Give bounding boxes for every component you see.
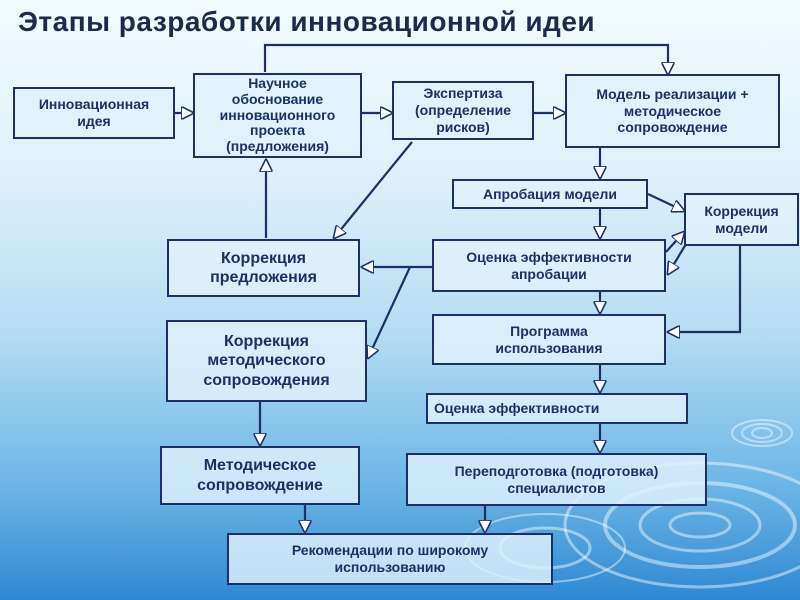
box-expertise: Экспертиза (определение рисков) [392,81,534,140]
arrow-approbation-to-model-correction [647,193,684,211]
arrow-model-correction-to-approbation-efficiency [668,243,687,274]
arrow-expertise-to-proposal-correction [334,141,413,238]
arrow-approbation-efficiency-to-model-correction [665,232,684,253]
box-method-support: Методическое сопровождение [160,446,360,505]
box-usage-program: Программа использования [432,314,666,365]
box-method-support-correction: Коррекция методического сопровождения [166,320,367,402]
box-recommendations: Рекомендации по широкому использованию [227,533,553,585]
box-implementation-model: Модель реализации + методическое сопрово… [565,74,780,148]
box-scientific-rationale: Научное обоснование инновационного проек… [193,73,362,158]
box-model-approbation: Апробация модели [452,179,648,209]
arrow-title-to-model [263,43,668,74]
box-innovation-idea: Инновационная идея [13,87,175,139]
box-model-correction: Коррекция модели [684,193,799,246]
box-approbation-efficiency: Оценка эффективности апробации [432,239,666,292]
arrow-model-correction-to-program [668,246,742,332]
page-title: Этапы разработки инновационной идеи [18,6,596,37]
box-proposal-correction: Коррекция предложения [167,239,360,297]
box-specialist-retraining: Переподготовка (подготовка) специалистов [406,453,707,506]
box-efficiency-evaluation: Оценка эффективности [426,393,688,424]
arrow-approbation-efficiency-to-method-correction [368,266,411,358]
